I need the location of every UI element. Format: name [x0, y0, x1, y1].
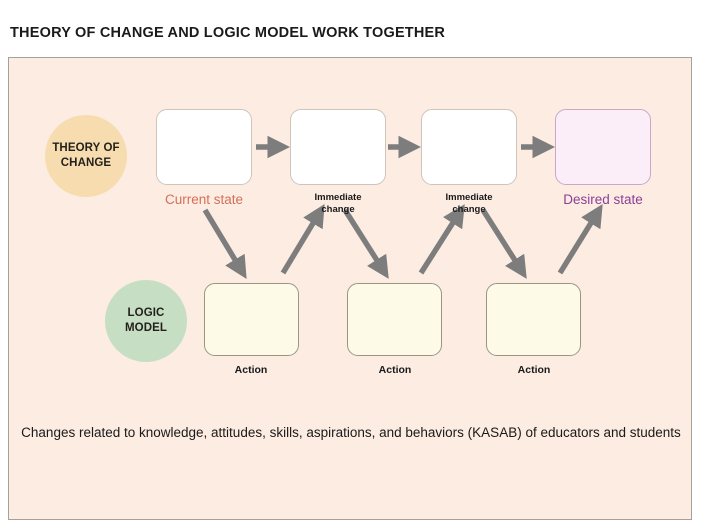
diagonal-down-arrow-1 [342, 208, 389, 279]
stage-label-immediate-change-2: Immediate change [404, 192, 534, 215]
role-label-line2: CHANGE [60, 157, 112, 169]
diagram-panel: THEORY OF CHANGE LOGIC MODEL Current sta… [8, 57, 692, 520]
stage-label-line1: Immediate [314, 192, 362, 203]
role-label-line2: MODEL [124, 322, 168, 334]
stage-label-immediate-change-1: Immediate change [273, 192, 403, 215]
stage-label-desired-state: Desired state [538, 192, 668, 208]
action-box [204, 283, 299, 356]
role-label-line1: LOGIC [127, 306, 165, 319]
stage-label-line2: change [321, 203, 355, 215]
stage-label-line1: Desired state [563, 192, 643, 207]
diagram-caption: Changes related to knowledge, attitudes,… [21, 425, 681, 440]
stage-label-line2: change [452, 203, 486, 215]
stage-box-current-state [156, 109, 252, 185]
stage-box-immediate-change-2 [421, 109, 517, 185]
action-box [486, 283, 581, 356]
role-circle-theory-of-change: THEORY OF CHANGE [45, 115, 127, 197]
stage-label-line1: Immediate [445, 192, 493, 203]
stage-box-desired-state [555, 109, 651, 185]
action-label: Action [517, 364, 551, 376]
diagonal-up-arrow-0 [280, 203, 325, 275]
diagonal-down-arrow-group [202, 208, 527, 280]
stage-label-current-state: Current state [139, 192, 269, 208]
role-label-line1: THEORY OF [52, 141, 120, 154]
stage-label-line1: Current state [164, 192, 244, 207]
diagonal-down-arrow-0 [202, 208, 247, 280]
diagonal-down-arrow-2 [480, 208, 527, 279]
diagonal-up-arrow-group [280, 203, 603, 275]
action-label: Action [378, 364, 412, 376]
role-circle-logic-model: LOGIC MODEL [105, 280, 187, 362]
stage-box-immediate-change-1 [290, 109, 386, 185]
action-label: Action [234, 364, 268, 376]
action-box [347, 283, 442, 356]
page-title: THEORY OF CHANGE AND LOGIC MODEL WORK TO… [10, 25, 446, 41]
diagonal-up-arrow-2 [557, 204, 603, 275]
diagonal-up-arrow-1 [418, 204, 465, 275]
